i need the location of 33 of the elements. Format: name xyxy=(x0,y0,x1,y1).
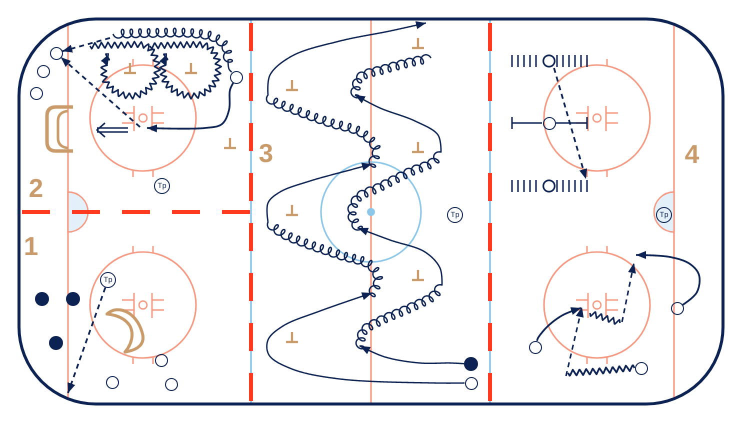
station-number: 3 xyxy=(258,140,274,166)
skating-arrow xyxy=(636,251,701,306)
player-marker-with-ticks xyxy=(511,54,589,68)
player-dot xyxy=(35,292,49,306)
player-marker xyxy=(542,116,556,130)
player-marker xyxy=(36,64,50,78)
player-dot xyxy=(464,357,478,371)
skating-path xyxy=(347,94,464,364)
player-marker xyxy=(30,86,42,100)
pass-arrow xyxy=(553,68,588,180)
skating-arrow xyxy=(146,82,234,132)
puck-carry-path xyxy=(567,364,636,376)
player-marker xyxy=(670,302,684,314)
player-marker-with-ticks xyxy=(511,179,589,193)
player-marker xyxy=(230,70,242,84)
skating-path xyxy=(266,21,465,384)
skating-arrow xyxy=(536,307,582,342)
station-number: 4 xyxy=(684,141,700,167)
player-marker xyxy=(464,376,478,390)
player-marker xyxy=(106,376,118,388)
pass-arrow xyxy=(60,56,141,128)
station-number: 2 xyxy=(28,175,44,201)
player-marker xyxy=(634,362,648,374)
player-marker xyxy=(528,340,542,354)
pass-arrow xyxy=(67,287,106,394)
player-dot xyxy=(66,292,80,306)
player-dot xyxy=(49,336,63,350)
pass-arrow xyxy=(62,37,110,52)
player-marker xyxy=(154,354,168,366)
player-marker xyxy=(164,378,178,390)
station-number: 1 xyxy=(24,233,38,259)
player-marker xyxy=(50,46,62,60)
skating-path xyxy=(112,28,234,73)
